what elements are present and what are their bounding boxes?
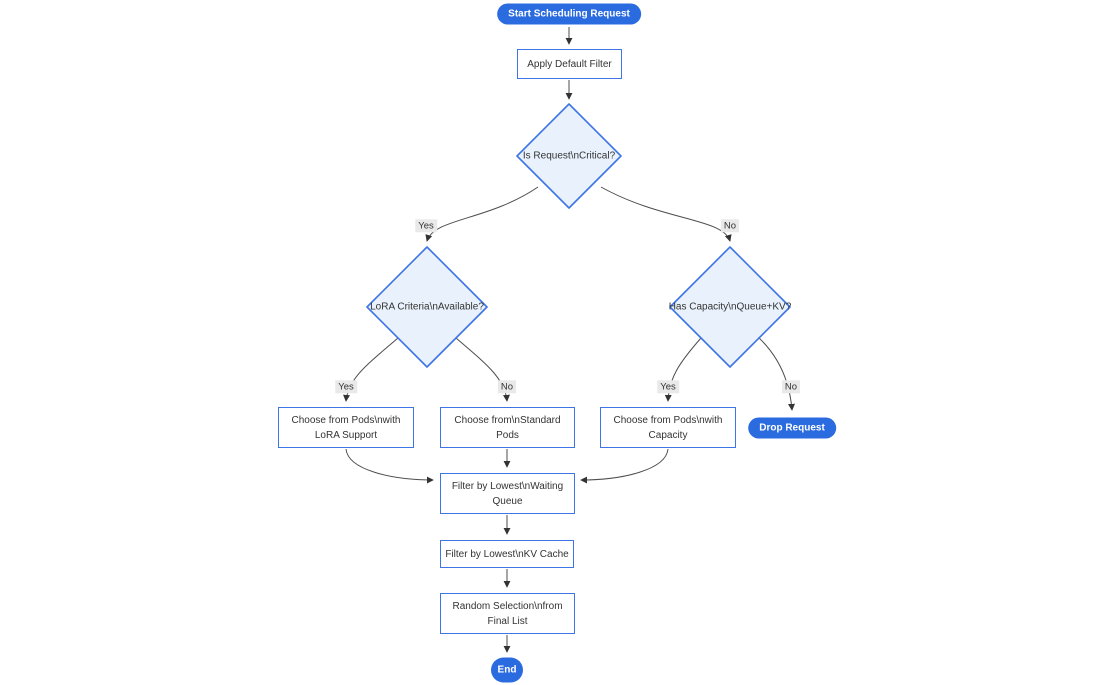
edge-is-critical-no [600,186,732,242]
edge-choose-lora-to-filter-queue [345,448,434,484]
decision-has-capacity-label: Has Capacity\nQueue+KV? [668,301,792,313]
decision-is-critical-shape [516,103,622,209]
edge-lora-yes [343,337,399,402]
node-filter-waiting-queue: Filter by Lowest\nWaiting Queue [440,473,575,514]
edge-label-capacity-yes: Yes [657,380,679,394]
node-choose-lora-pods: Choose from Pods\nwith LoRA Support [278,407,414,448]
edge-label-capacity-no: No [781,380,801,394]
edge-choose-capacity-to-filter-queue [580,448,669,484]
edge-lora-no [455,337,510,402]
decision-lora-criteria-label: LoRA Criteria\nAvailable? [370,301,484,313]
node-choose-capacity-pods: Choose from Pods\nwith Capacity [600,407,736,448]
node-end: End [491,657,523,683]
node-start: Start Scheduling Request [497,3,641,25]
edge-label-critical-no: No [720,219,740,233]
edge-capacity-yes [664,337,702,402]
edge-capacity-no [756,335,795,411]
edge-label-lora-no: No [497,380,517,394]
node-choose-standard-pods: Choose from\nStandard Pods [440,407,575,448]
edge-is-critical-yes [425,186,539,242]
decision-lora-criteria-shape [366,246,488,368]
node-filter-kv-cache: Filter by Lowest\nKV Cache [440,540,574,568]
node-random-selection: Random Selection\nfrom Final List [440,593,575,634]
decision-is-critical-label: Is Request\nCritical? [522,150,616,162]
edge-label-lora-yes: Yes [335,380,357,394]
edge-label-critical-yes: Yes [415,219,437,233]
decision-has-capacity-shape [669,246,791,368]
node-apply-default-filter: Apply Default Filter [517,49,622,79]
node-drop-request: Drop Request [748,417,836,439]
